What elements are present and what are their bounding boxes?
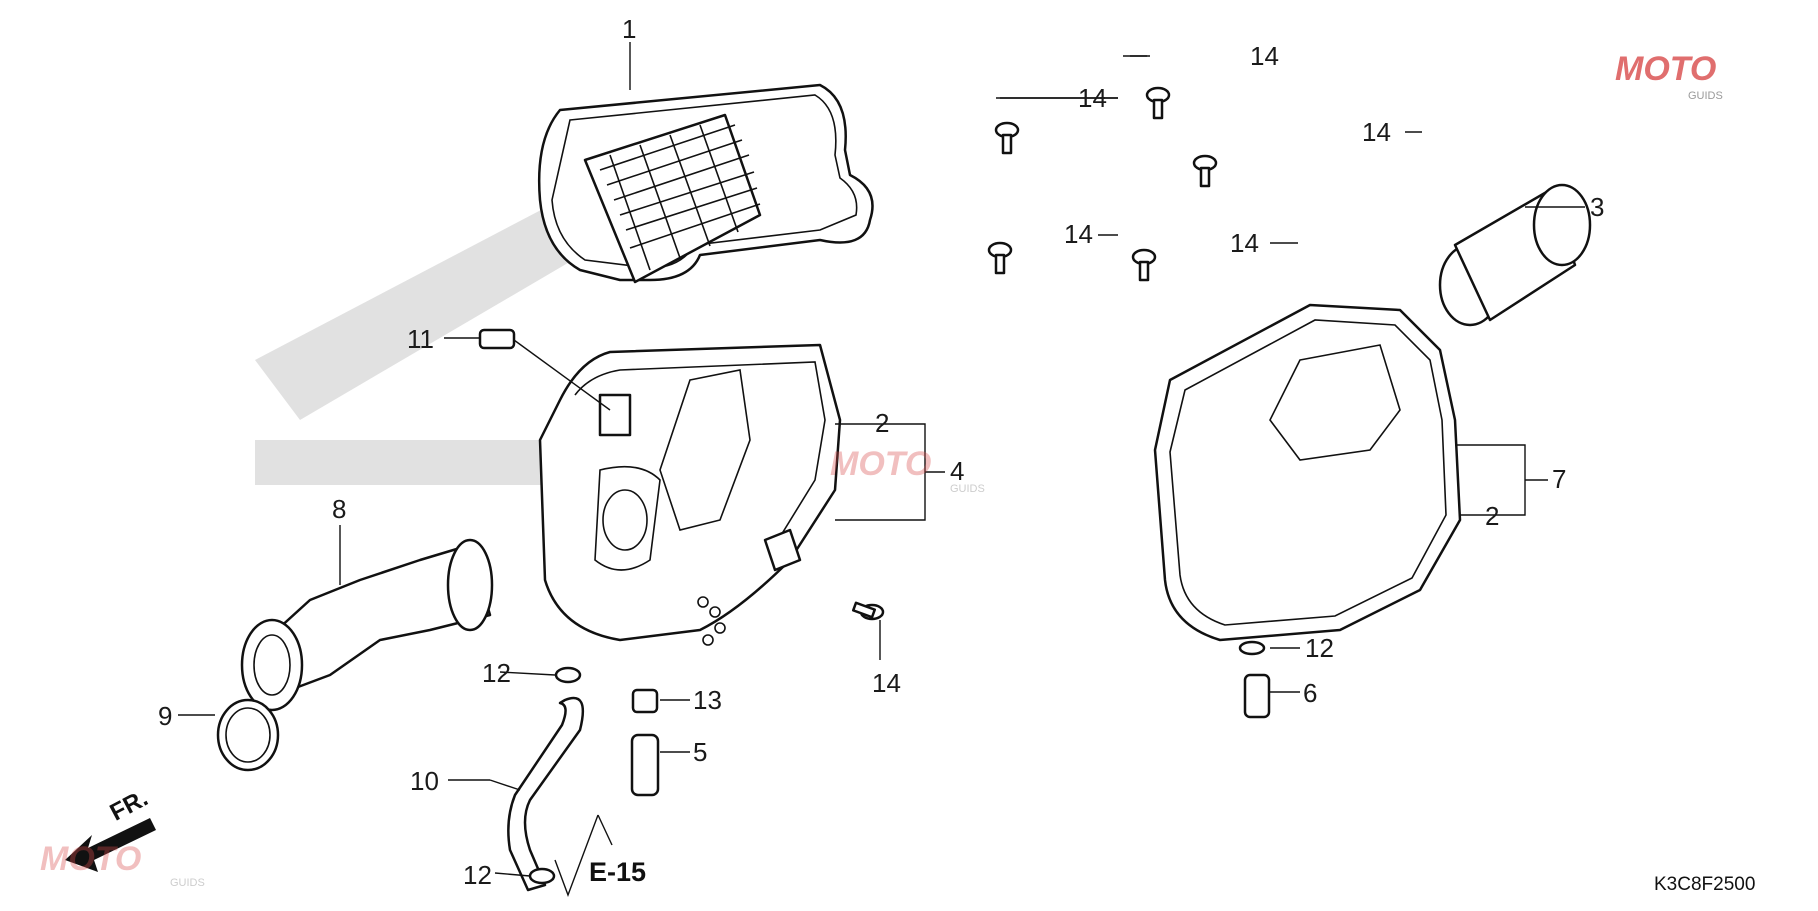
screw-1 [1145,86,1171,120]
label-14-e: 14 [1230,228,1259,258]
label-14-c: 14 [1362,117,1391,147]
screws [851,86,1218,621]
watermark-sub-top: GUIDS [1688,90,1723,102]
label-1: 1 [622,14,636,44]
screw-2 [994,121,1020,155]
watermark-text-top: MOTO [1615,50,1716,88]
label-14-f: 14 [872,668,901,698]
label-14-d: 14 [1064,219,1093,249]
air-cleaner-case [538,343,842,646]
label-13: 13 [693,685,722,715]
label-2-center: 2 [875,408,889,438]
watermark-sub-center: GUIDS [950,483,985,495]
logo-watermark-top-right: MOTO GUIDS [1615,50,1723,102]
front-direction-arrow [65,818,156,872]
label-9: 9 [158,701,172,731]
clamp-left-top [554,666,582,684]
label-3: 3 [1590,192,1604,222]
screw-3 [1192,154,1218,188]
label-14-a: 14 [1250,41,1279,71]
watermark-text-bottom: MOTO [40,840,141,878]
label-7: 7 [1552,464,1566,494]
label-5: 5 [693,737,707,767]
label-2-right: 2 [1485,501,1499,531]
band [216,698,280,772]
label-12-b: 12 [463,860,492,890]
section-reference: E-15 [589,857,647,887]
label-12-c: 12 [1305,633,1334,663]
tube [630,733,660,797]
label-6: 6 [1303,678,1317,708]
watermark-text-center: MOTO [830,445,931,483]
screw-4 [987,241,1013,275]
part-number-labels: 1 2 2 3 4 5 6 7 8 9 10 11 12 12 12 13 14… [158,14,1604,890]
logo-watermark-center: MOTO GUIDS [830,445,985,495]
label-8: 8 [332,494,346,524]
bolt [478,328,611,411]
label-14-b: 14 [1078,83,1107,113]
clamp-right [1238,640,1266,656]
logo-watermark-bottom-left: MOTO GUIDS [40,840,205,889]
label-10: 10 [410,766,439,796]
screw-6 [851,601,885,621]
label-4: 4 [950,456,964,486]
clamp-left-bottom [528,867,556,885]
background-brand-watermark [255,200,590,485]
intake-snorkel [1438,183,1592,327]
diagram-reference-code: K3C8F2500 [1654,874,1756,895]
drain-plug [1243,673,1271,719]
label-12-a: 12 [482,658,511,688]
air-filter-element [537,83,874,284]
screw-5 [1131,248,1157,282]
leader-lines [178,42,1585,898]
clip [631,688,659,714]
watermark-sub-bottom: GUIDS [170,877,205,889]
drain-hose [507,696,585,892]
connecting-tube [240,538,494,712]
label-11: 11 [407,324,434,354]
air-cleaner-cover [1153,303,1462,642]
